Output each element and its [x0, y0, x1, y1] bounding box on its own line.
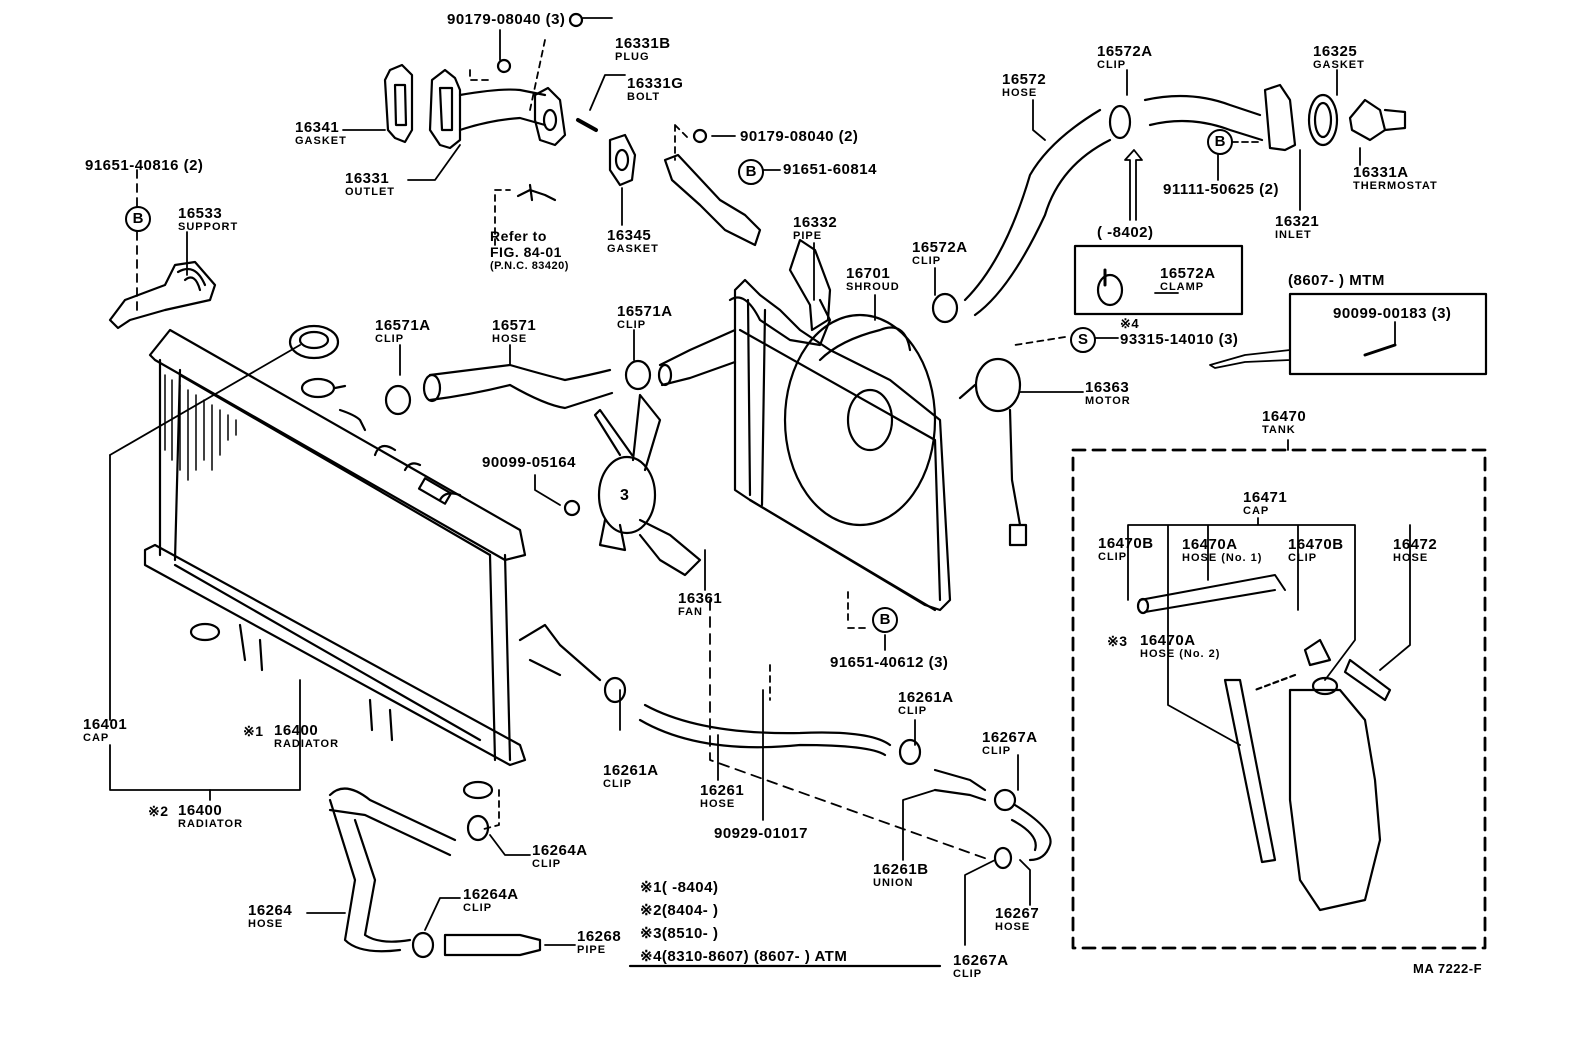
star3-marker: ※3 [1107, 633, 1128, 649]
hose-16572-drawing [931, 83, 1407, 324]
label-90099-05164: 90099-05164 [482, 454, 576, 471]
label-91651-60814: 91651-60814 [783, 161, 877, 178]
star1-marker: ※1 [243, 723, 264, 739]
label-93315-14010: 93315-14010 (3) [1120, 331, 1239, 348]
radiator-drawing [143, 324, 527, 800]
clamp-period-note: ( -8402) [1097, 224, 1154, 241]
bolt-marker-b: B [1207, 129, 1233, 155]
upper-hose-16571-drawing [384, 328, 737, 416]
label-91111-50625: 91111-50625 (2) [1163, 181, 1279, 198]
label-90179-08040-3: 90179-08040 (3) [447, 11, 566, 28]
label-91651-40816: 91651-40816 (2) [85, 157, 204, 174]
support-bracket-drawing [108, 260, 217, 330]
outlet-assembly-drawing [383, 12, 762, 247]
bolt-marker-b: B [872, 607, 898, 633]
bolt-marker-b: B [125, 206, 151, 232]
legend-row-2: ※2(8404- ) [640, 902, 719, 919]
label-91651-40612: 91651-40612 (3) [830, 654, 949, 671]
bolt-marker-b: B [738, 159, 764, 185]
refer-note: Refer to FIG. 84-01 (P.N.C. 83420) [490, 228, 569, 272]
inset-boxes [1073, 244, 1488, 376]
tank-section-frame [1071, 448, 1487, 950]
star4-marker: ※4 [1120, 316, 1140, 331]
diagram-id: MA 7222-F [1413, 961, 1483, 976]
fan-motor-drawing [958, 357, 1028, 547]
leader-lines [109, 17, 1411, 946]
label-90929-01017: 90929-01017 [714, 825, 808, 842]
legend-row-3: ※3(8510- ) [640, 925, 719, 942]
shroud-drawing [728, 238, 952, 612]
legend-row-4: ※4(8310-8607) (8607- ) ATM [640, 948, 848, 965]
label-90179-08040-2: 90179-08040 (2) [740, 128, 859, 145]
mtm-period-note: (8607- ) MTM [1288, 272, 1385, 289]
lower-hoses-drawing [328, 623, 1052, 959]
fan-drawing: 3 [563, 393, 702, 577]
screw-marker-s: S [1070, 327, 1096, 353]
svg-text:3: 3 [620, 487, 629, 504]
star2-marker: ※2 [148, 803, 169, 819]
legend-row-1: ※1( -8404) [640, 879, 719, 896]
label-90099-00183: 90099-00183 (3) [1333, 305, 1452, 322]
